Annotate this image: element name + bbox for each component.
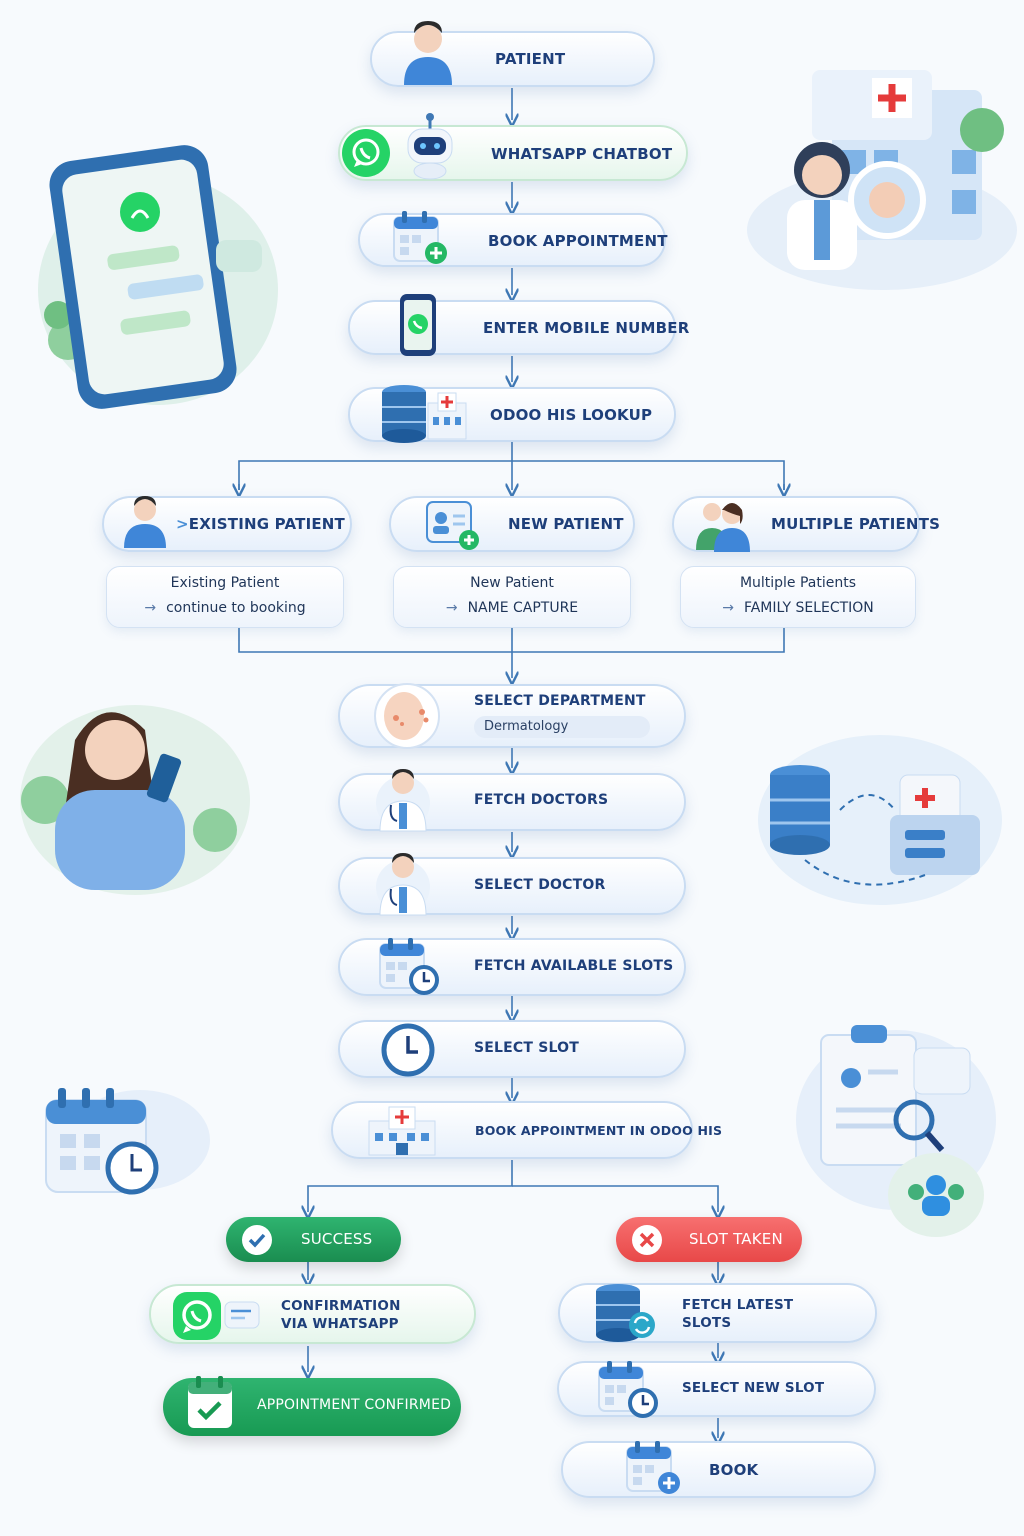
close-icon — [632, 1225, 662, 1255]
slots-label: SLOTS — [682, 1315, 732, 1331]
user-icon — [404, 21, 452, 85]
new-patient-label: NEW PATIENT — [508, 515, 624, 533]
success-pill: SUCCESS — [226, 1217, 401, 1262]
success-label: SUCCESS — [301, 1230, 373, 1248]
clock-icon — [381, 1023, 435, 1077]
records-search-illustration — [796, 1025, 996, 1237]
select-doctor-label: SELECT DOCTOR — [474, 877, 606, 893]
fetch-slots-node[interactable]: FETCH AVAILABLE SLOTS — [338, 938, 686, 996]
fetch-doctors-label: FETCH DOCTORS — [474, 792, 609, 808]
hospital-icon — [368, 1106, 436, 1156]
existing-patient-node[interactable]: >EXISTING PATIENT — [102, 496, 352, 552]
fetch-doctors-node[interactable]: FETCH DOCTORS — [338, 769, 686, 832]
appointment-confirmed-pill: APPOINTMENT CONFIRMED — [163, 1376, 461, 1436]
fetch-latest-node[interactable]: FETCH LATEST SLOTS — [558, 1283, 877, 1343]
new-card-title: New Patient — [470, 575, 554, 591]
robot-icon — [407, 113, 453, 180]
calendar-plus-icon — [393, 211, 447, 264]
patient-label: PATIENT — [495, 50, 566, 68]
chatbot-node[interactable]: WHATSAPP CHATBOT — [338, 113, 688, 181]
face-icon — [374, 683, 440, 749]
confirmation-node[interactable]: CONFIRMATION VIA WHATSAPP — [149, 1284, 476, 1344]
arrow-right-icon: → — [722, 600, 734, 616]
multiple-card-action: FAMILY SELECTION — [743, 600, 874, 616]
doctor-icon — [376, 769, 430, 832]
existing-card-title: Existing Patient — [170, 575, 280, 591]
phone-icon — [400, 294, 436, 356]
multiple-patients-label: MULTIPLE PATIENTS — [771, 515, 941, 533]
new-patient-node[interactable]: NEW PATIENT — [389, 496, 635, 552]
existing-patient-card: Existing Patient → continue to booking — [106, 566, 344, 628]
existing-card-action: continue to booking — [166, 600, 306, 616]
new-card-action: NAME CAPTURE — [467, 600, 579, 616]
new-patient-card: New Patient → NAME CAPTURE — [393, 566, 631, 628]
phone-chat-illustration — [38, 145, 278, 409]
slot-taken-label: SLOT TAKEN — [689, 1230, 783, 1248]
whatsapp-icon — [173, 1292, 221, 1340]
department-dropdown[interactable]: Dermatology — [474, 716, 650, 738]
book-in-his-node[interactable]: BOOK APPOINTMENT IN ODOO HIS — [331, 1101, 722, 1159]
database-icon — [596, 1284, 655, 1342]
slot-taken-pill: SLOT TAKEN — [616, 1217, 802, 1262]
select-department-node[interactable]: SELECT DEPARTMENT Dermatology — [338, 683, 686, 749]
user-card-icon — [426, 501, 479, 550]
book-label: BOOK — [709, 1461, 759, 1479]
database-hospital-illustration — [758, 735, 1002, 905]
book-in-his-label: BOOK APPOINTMENT IN ODOO HIS — [475, 1123, 723, 1138]
patient-node[interactable]: PATIENT — [370, 21, 655, 87]
appointment-confirmed-label: APPOINTMENT CONFIRMED — [257, 1397, 452, 1413]
hospital-doctor-illustration — [747, 70, 1017, 290]
arrow-right-icon: → — [144, 600, 157, 616]
fetch-slots-label: FETCH AVAILABLE SLOTS — [474, 958, 674, 974]
existing-patient-label: >EXISTING PATIENT — [176, 515, 345, 533]
select-department-label: SELECT DEPARTMENT — [474, 693, 646, 709]
family-icon — [696, 503, 750, 552]
calendar-clock-illustration — [45, 1088, 210, 1195]
calendar-clock-icon — [379, 938, 439, 995]
book-node[interactable]: BOOK — [561, 1441, 876, 1498]
book-appointment-node[interactable]: BOOK APPOINTMENT — [358, 211, 668, 267]
arrow-right-icon: → — [445, 600, 458, 616]
enter-mobile-node[interactable]: ENTER MOBILE NUMBER — [348, 294, 689, 356]
his-lookup-label: ODOO HIS LOOKUP — [490, 406, 653, 424]
check-icon — [242, 1225, 272, 1255]
enter-mobile-label: ENTER MOBILE NUMBER — [483, 319, 690, 337]
confirmation-label: CONFIRMATION — [281, 1298, 401, 1314]
whatsapp-icon — [342, 129, 390, 177]
calendar-check-icon — [188, 1376, 232, 1428]
select-doctor-node[interactable]: SELECT DOCTOR — [338, 853, 686, 916]
via-whatsapp-label: VIA WHATSAPP — [281, 1316, 399, 1332]
fetch-latest-label: FETCH LATEST — [682, 1297, 794, 1313]
hospital-icon — [427, 392, 467, 440]
calendar-clock-icon — [598, 1361, 658, 1418]
multiple-patients-card: Multiple Patients → FAMILY SELECTION — [680, 566, 916, 628]
doctor-icon — [376, 853, 430, 916]
book-appointment-label: BOOK APPOINTMENT — [488, 232, 668, 250]
message-icon — [224, 1301, 260, 1329]
chatbot-label: WHATSAPP CHATBOT — [491, 145, 673, 163]
calendar-plus-icon — [626, 1441, 680, 1494]
multiple-patients-node[interactable]: MULTIPLE PATIENTS — [672, 496, 940, 552]
select-slot-node[interactable]: SELECT SLOT — [338, 1020, 686, 1078]
select-slot-label: SELECT SLOT — [474, 1040, 579, 1056]
woman-phone-illustration — [20, 705, 250, 895]
select-new-slot-node[interactable]: SELECT NEW SLOT — [557, 1361, 876, 1418]
database-icon — [382, 385, 426, 443]
multiple-card-title: Multiple Patients — [739, 575, 857, 591]
user-icon — [124, 496, 166, 548]
his-lookup-node[interactable]: ODOO HIS LOOKUP — [348, 385, 676, 443]
select-new-slot-label: SELECT NEW SLOT — [682, 1380, 825, 1396]
refresh-icon — [633, 1316, 651, 1334]
